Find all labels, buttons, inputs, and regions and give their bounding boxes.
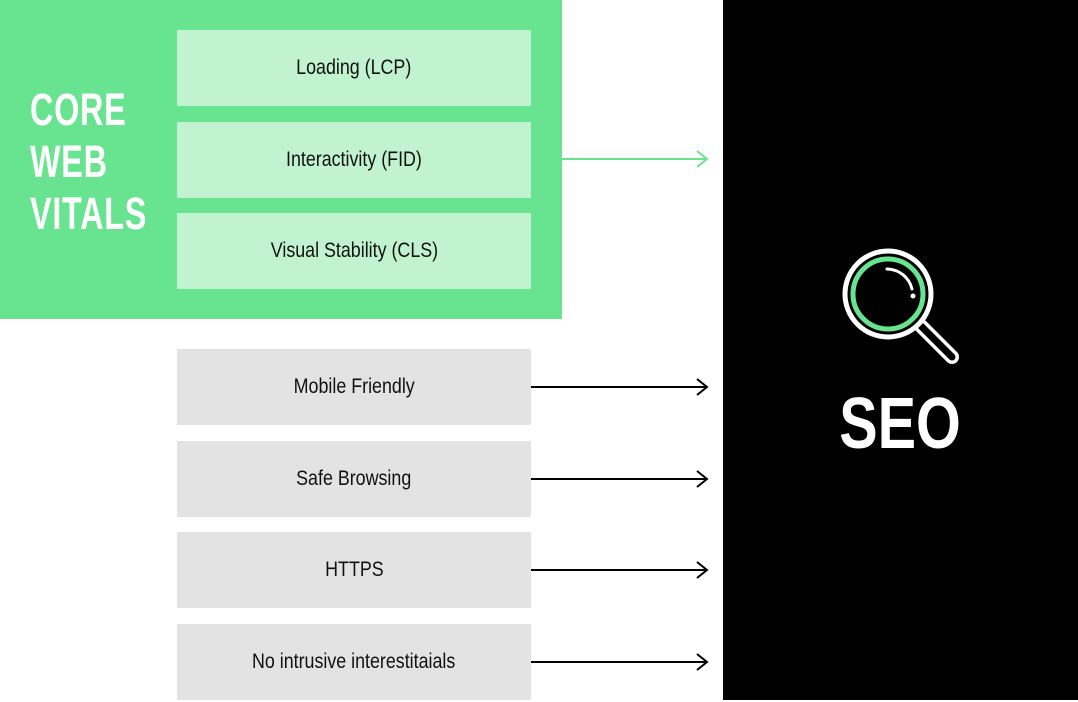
arrow-https [531, 561, 709, 579]
signal-box-safe-browsing: Safe Browsing [177, 441, 531, 517]
arrow-vitals [562, 150, 709, 168]
vital-label: Interactivity (FID) [286, 148, 422, 171]
arrow-mobile [531, 378, 709, 396]
signal-label: Safe Browsing [296, 467, 412, 490]
title-line: CORE [30, 84, 127, 135]
vital-label: Visual Stability (CLS) [270, 239, 438, 262]
signal-label: No intrusive interestitaials [252, 650, 456, 673]
magnifier-icon [842, 248, 959, 364]
vital-box-lcp: Loading (LCP) [177, 30, 531, 106]
arrow-interstitials [531, 653, 709, 671]
arrow-safe-browsing [531, 470, 709, 488]
signal-label: Mobile Friendly [293, 375, 415, 398]
core-web-vitals-title: CORE WEB VITALS [30, 84, 147, 240]
seo-text: SEO [839, 384, 962, 464]
title-line: WEB [30, 136, 108, 187]
signal-box-https: HTTPS [177, 532, 531, 608]
vital-box-cls: Visual Stability (CLS) [177, 213, 531, 289]
title-line: VITALS [30, 188, 148, 239]
signal-box-mobile: Mobile Friendly [177, 349, 531, 425]
vital-label: Loading (LCP) [296, 56, 412, 79]
vital-box-fid: Interactivity (FID) [177, 122, 531, 198]
seo-panel [723, 0, 1078, 700]
seo-label: SEO [723, 388, 1078, 460]
signal-box-interstitials: No intrusive interestitaials [177, 624, 531, 700]
signal-label: HTTPS [324, 558, 384, 581]
